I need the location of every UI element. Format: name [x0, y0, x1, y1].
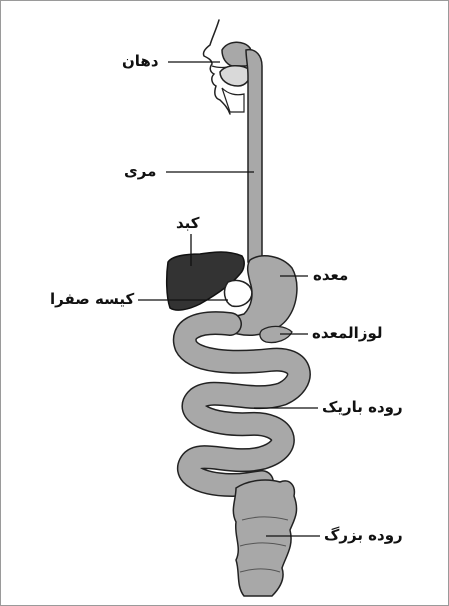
esophagus-tube [246, 50, 262, 262]
large-intestine-shape [233, 480, 296, 596]
label-mouth: دهان [122, 54, 159, 69]
label-pancreas: لوزالمعده [312, 326, 383, 341]
gallbladder-shape [225, 280, 252, 306]
label-esophagus: مری [124, 164, 156, 179]
label-stomach: معده [313, 268, 348, 283]
label-gallbladder: کیسه صفرا [50, 292, 134, 307]
tongue [220, 66, 250, 86]
label-small-intestine: روده باریک [322, 400, 403, 415]
label-large-intestine: روده بزرگ [324, 528, 403, 543]
chin-throat [222, 88, 244, 112]
label-liver: کبد [176, 216, 200, 231]
